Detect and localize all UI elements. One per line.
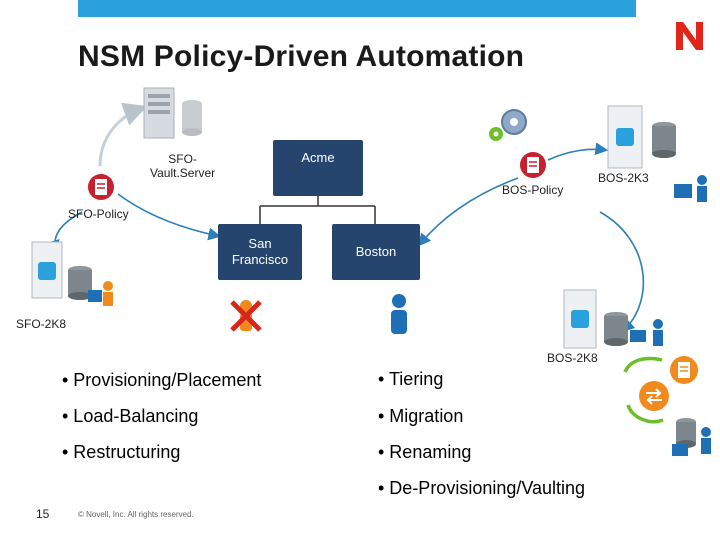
migration-arrow xyxy=(599,211,645,333)
node-acme: Acme xyxy=(273,140,363,196)
cycle-arrow-up xyxy=(623,356,663,373)
bos-policy-drawing xyxy=(520,152,546,178)
removed-user-icon xyxy=(226,296,266,336)
node-acme-label: Acme xyxy=(301,150,335,165)
sfo-policy-drawing xyxy=(88,174,114,200)
vault-server-icon xyxy=(138,84,208,144)
vault-server-label-line1: SFO- xyxy=(168,152,197,166)
gear-drawing xyxy=(489,109,527,141)
sfo-policy-link xyxy=(117,193,222,241)
bullet-migration: • Migration xyxy=(378,406,464,426)
page-number: 15 xyxy=(36,507,50,521)
node-boston: Boston xyxy=(332,224,420,280)
boston-user-drawing xyxy=(391,294,407,334)
novell-logo-mark xyxy=(676,22,703,50)
bullet-deprovisioning: • De-Provisioning/Vaulting xyxy=(378,478,586,498)
bos-2k3-label: BOS-2K3 xyxy=(598,171,649,185)
sfo-policy-icon xyxy=(86,172,116,202)
cycle-swap-icon xyxy=(636,378,672,414)
bos-2k8-server-drawing xyxy=(563,289,663,349)
vault-server-label: SFO- Vault.Server xyxy=(150,152,215,180)
bos-policy-link xyxy=(417,177,519,247)
node-sf-line1: San xyxy=(248,236,272,251)
bos-policy-label: BOS-Policy xyxy=(502,183,564,197)
bullet-tiering: • Tiering xyxy=(378,369,444,389)
top-accent-bar xyxy=(78,0,636,17)
novell-logo xyxy=(672,18,708,54)
node-sf-line2: Francisco xyxy=(231,252,289,267)
sfo-2k8-server-drawing xyxy=(31,241,113,306)
cycle-policy-icon xyxy=(668,354,700,386)
removed-user-drawing xyxy=(230,300,262,332)
gear-icon xyxy=(486,104,532,144)
bullet-renaming: • Renaming xyxy=(378,442,472,462)
node-boston-label: Boston xyxy=(355,244,397,259)
sfo-2k8-label: SFO-2K8 xyxy=(16,317,67,331)
bos-2k8-label: BOS-2K8 xyxy=(547,351,598,365)
vault-server-label-line2: Vault.Server xyxy=(150,166,216,180)
boston-user-icon xyxy=(386,292,412,336)
bos-policy-icon xyxy=(518,150,548,180)
bos-2k3-server-icon xyxy=(604,104,714,214)
bullet-restructuring: • Restructuring xyxy=(62,442,181,462)
bullet-provisioning: • Provisioning/Placement xyxy=(62,370,262,390)
vault-arrow xyxy=(98,102,148,167)
bos-2k3-server-drawing xyxy=(607,105,707,202)
sfo-policy-label: SFO-Policy xyxy=(68,207,129,221)
copyright-text: © Novell, Inc. All rights reserved. xyxy=(78,510,194,519)
bos2k3-arrow xyxy=(547,142,609,161)
bos-2k8-server-icon xyxy=(560,288,670,360)
cycle-storage-drawing xyxy=(672,418,711,456)
cycle-storage-icon xyxy=(668,414,716,460)
node-san-francisco: San Francisco xyxy=(218,224,302,280)
vault-server-drawing xyxy=(143,87,202,139)
tree-connector xyxy=(259,196,376,224)
cycle-swap-drawing xyxy=(639,381,669,411)
page-title: NSM Policy-Driven Automation xyxy=(78,40,525,73)
cycle-policy-drawing xyxy=(670,356,698,384)
cycle-arrow-down xyxy=(626,404,664,424)
sfo-2k8-server-icon xyxy=(28,240,120,310)
bullet-load-balancing: • Load-Balancing xyxy=(62,406,199,426)
